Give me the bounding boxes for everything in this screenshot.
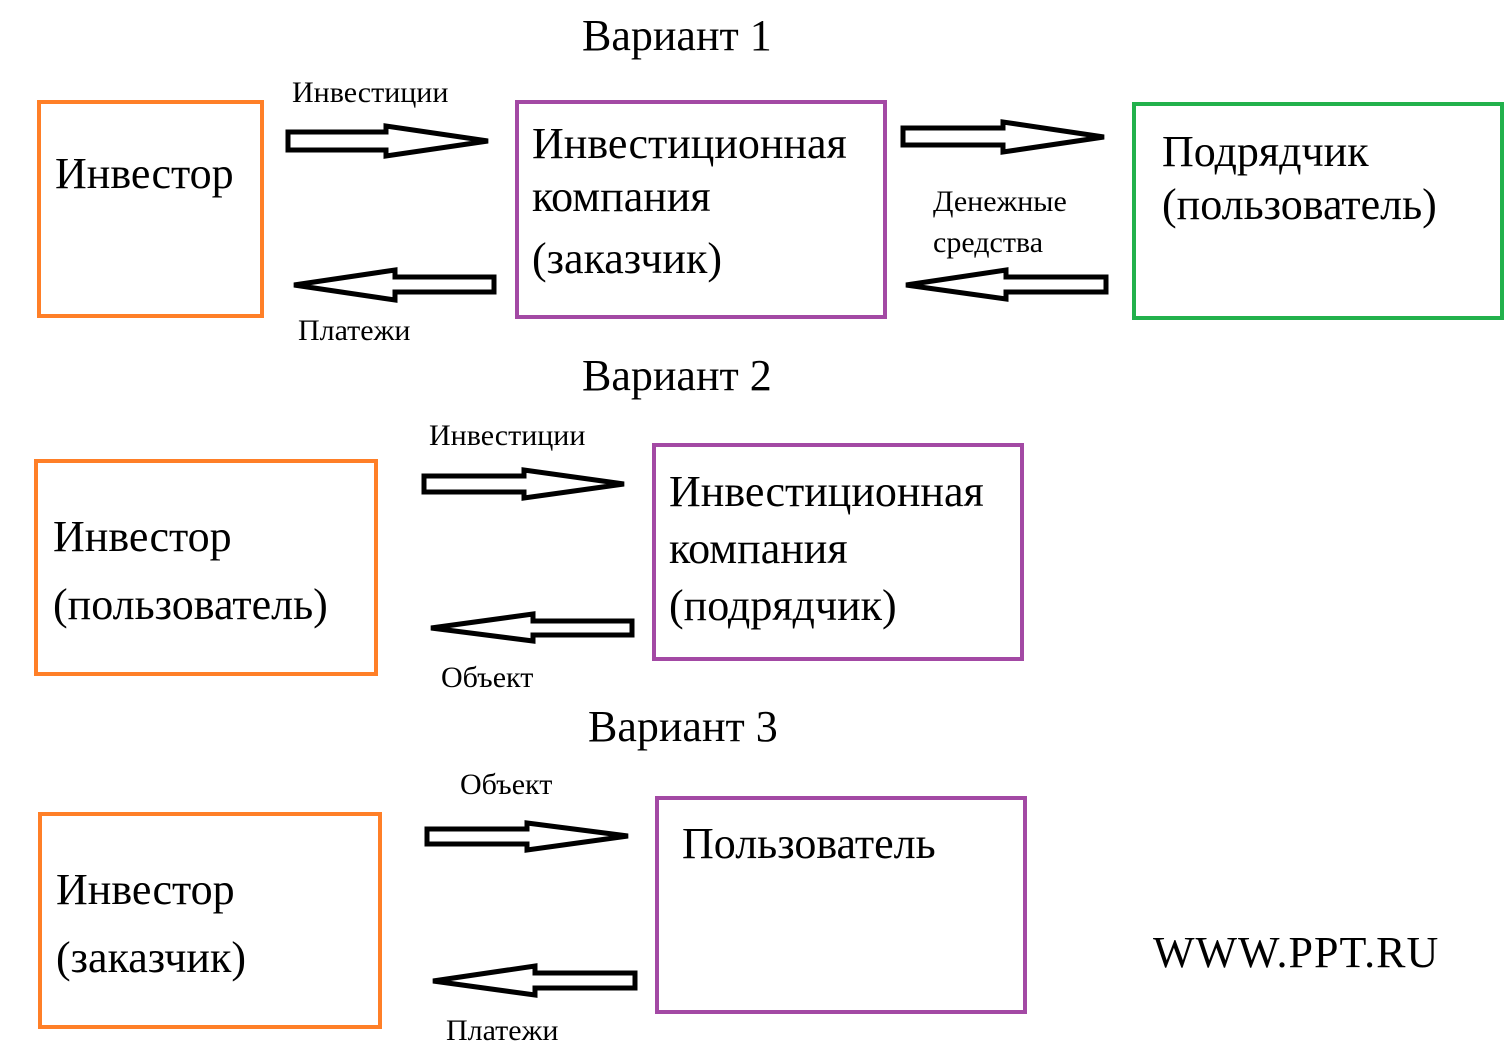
variant-2-title: Вариант 2 (582, 351, 772, 400)
v2-investments-label: Инвестиции (429, 419, 586, 452)
v1-contractor-text: Подрядчик (пользователь) (1162, 126, 1437, 232)
arrow-left-icon (293, 267, 497, 303)
v1-contractor-box: Подрядчик (пользователь) (1132, 102, 1504, 320)
v3-investor-line-1: Инвестор (56, 865, 235, 914)
v1-company-box: Инвестиционная компания (заказчик) (515, 100, 887, 319)
v2-object-label: Объект (441, 661, 534, 694)
v1-contractor-line-1: Подрядчик (1162, 127, 1369, 176)
v2-investor-text: Инвестор (пользователь) (53, 503, 328, 639)
arrow-left-icon (905, 267, 1109, 302)
v1-company-line-3: (заказчик) (532, 233, 723, 283)
arrow-right-icon (900, 119, 1105, 155)
v1-investor-box: Инвестор (37, 100, 264, 318)
arrow-right-icon (285, 123, 489, 159)
v3-user-label: Пользователь (682, 819, 936, 868)
v3-investor-line-2: (заказчик) (56, 933, 247, 983)
v3-investor-text: Инвестор (заказчик) (56, 856, 246, 992)
arrow-left-icon (432, 963, 638, 998)
v2-investor-line-2: (пользователь) (53, 580, 328, 630)
v3-payments-label: Платежи (446, 1014, 559, 1047)
v2-company-text: Инвестиционная компания (подрядчик) (669, 463, 984, 635)
v1-funds-label: Денежные средства (933, 182, 1067, 263)
v1-contractor-line-2: (пользователь) (1162, 179, 1437, 229)
v2-investor-line-1: Инвестор (53, 512, 232, 561)
variant-1-title: Вариант 1 (582, 11, 772, 60)
v3-investor-box: Инвестор (заказчик) (38, 812, 382, 1029)
site-watermark: WWW.PPT.RU (1153, 928, 1440, 977)
v1-funds-line-2: средства (933, 225, 1044, 259)
v1-company-line-1: Инвестиционная (532, 119, 847, 168)
variant-3-title: Вариант 3 (588, 702, 778, 751)
v1-investments-label: Инвестиции (292, 76, 449, 109)
arrow-left-icon (430, 611, 635, 644)
v2-investor-box: Инвестор (пользователь) (34, 459, 378, 676)
v2-company-line-3: (подрядчик) (669, 581, 897, 631)
v2-company-line-1: Инвестиционная (669, 467, 984, 516)
arrow-right-icon (421, 467, 625, 501)
arrow-right-icon (424, 820, 629, 853)
v1-company-line-2: компания (532, 172, 711, 222)
v1-company-text: Инвестиционная компания (заказчик) (532, 114, 847, 288)
v2-company-box: Инвестиционная компания (подрядчик) (652, 443, 1024, 661)
v3-user-box: Пользователь (655, 796, 1027, 1014)
v1-funds-line-1: Денежные (933, 185, 1067, 218)
v1-investor-label: Инвестор (55, 149, 234, 198)
v3-object-label: Объект (460, 768, 553, 801)
v2-company-line-2: компания (669, 524, 848, 574)
v1-payments-label: Платежи (298, 314, 411, 347)
